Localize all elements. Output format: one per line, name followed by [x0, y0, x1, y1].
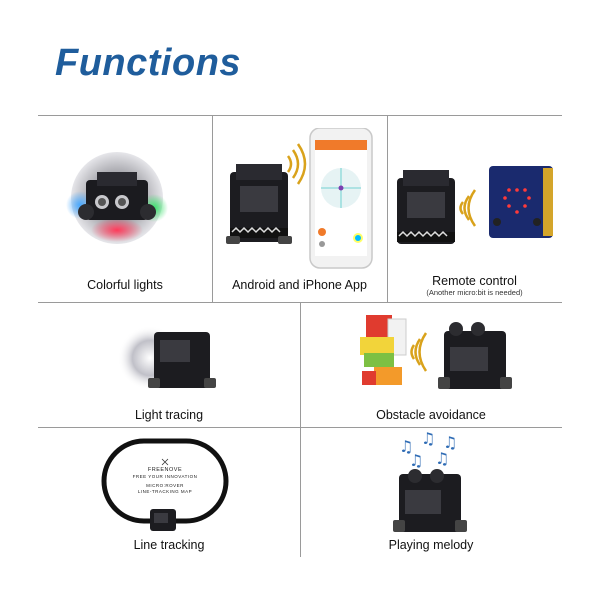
obstacle-avoidance-image — [360, 315, 512, 389]
page-title: Functions — [55, 42, 242, 84]
remote-control-image — [397, 166, 553, 244]
robot-on-track — [150, 509, 176, 531]
caption-remote-note: (Another micro:bit is needed) — [426, 288, 523, 297]
caption-light-tracing: Light tracing — [134, 408, 204, 422]
grid-line-col-mid1 — [300, 302, 301, 427]
svg-text:♫: ♫ — [421, 432, 435, 448]
app-control-image — [226, 128, 373, 269]
grid-line-top — [38, 115, 562, 116]
svg-text:♫: ♫ — [399, 437, 413, 456]
caption-app: Android and iPhone App — [232, 278, 367, 292]
map-product: MICRO:ROVER — [146, 483, 184, 488]
svg-text:♫: ♫ — [435, 449, 449, 468]
caption-line-tracking: Line tracking — [133, 538, 205, 552]
map-label: LINE-TRACKING MAP — [137, 489, 193, 494]
line-tracking-map: FREENOVE FREE YOUR INNOVATION MICRO:ROVE… — [100, 437, 230, 531]
grid-line-col2 — [387, 115, 388, 302]
map-brand: FREENOVE — [147, 467, 183, 473]
caption-melody: Playing melody — [388, 538, 474, 552]
grid-line-col1 — [212, 115, 213, 302]
svg-text:♫: ♫ — [409, 451, 423, 470]
map-slogan: FREE YOUR INNOVATION — [132, 474, 198, 479]
colorful-lights-image — [66, 152, 168, 244]
svg-text:♫: ♫ — [443, 433, 457, 452]
caption-colorful-lights: Colorful lights — [87, 278, 163, 292]
caption-obstacle: Obstacle avoidance — [376, 408, 486, 422]
light-tracing-image — [118, 326, 216, 390]
playing-melody-image: ♫ ♫ ♫ ♫ ♫ — [393, 432, 467, 532]
caption-remote: Remote control — [432, 274, 517, 288]
grid-line-col-mid2 — [300, 427, 301, 557]
